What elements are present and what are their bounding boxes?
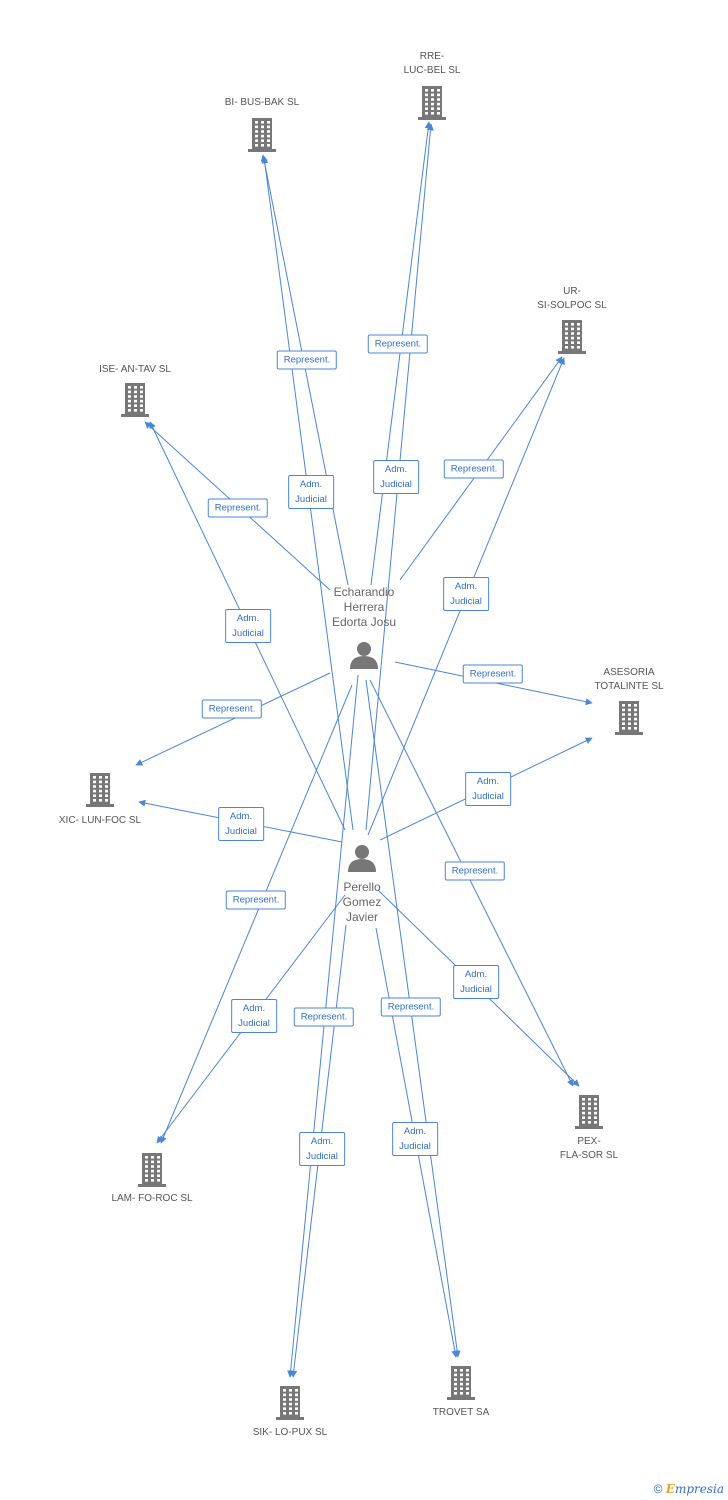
relation-label[interactable]: Adm. Judicial — [231, 999, 277, 1033]
relation-label[interactable]: Adm. Judicial — [225, 609, 271, 643]
company-label[interactable]: RRE- LUC-BEL SL — [403, 51, 461, 76]
relation-label[interactable]: Represent. — [276, 350, 338, 370]
relation-edge-p1-c7 — [369, 679, 574, 1087]
relation-label[interactable]: Adm. Judicial — [392, 1122, 438, 1156]
company-label[interactable]: ASESORIA TOTALINTE SL — [594, 667, 664, 692]
relation-label[interactable]: Represent. — [380, 997, 442, 1017]
relation-label[interactable]: Represent. — [462, 664, 524, 684]
relation-edge-p1-c2 — [370, 121, 432, 586]
relation-edge-p1-c6 — [135, 672, 331, 766]
relation-label[interactable]: Adm. Judicial — [373, 460, 419, 494]
person-label[interactable]: Echarandio Herrera Edorta Josu — [331, 585, 397, 629]
building-icon[interactable] — [418, 86, 446, 120]
company-label[interactable]: LAM- FO-ROC SL — [111, 1193, 193, 1204]
building-icon[interactable] — [615, 701, 643, 735]
person-icon[interactable] — [348, 845, 376, 872]
relation-label[interactable]: Represent. — [443, 459, 505, 479]
relation-edge-p1-c8 — [160, 684, 353, 1144]
building-icon[interactable] — [447, 1366, 475, 1400]
person-icon[interactable] — [350, 642, 378, 669]
building-icon[interactable] — [276, 1386, 304, 1420]
relation-label[interactable]: Adm. Judicial — [218, 807, 264, 841]
relation-label[interactable]: Represent. — [293, 1007, 355, 1027]
company-label[interactable]: XIC- LUN-FOC SL — [58, 815, 142, 826]
relation-label[interactable]: Adm. Judicial — [453, 965, 499, 999]
relation-label[interactable]: Adm. Judicial — [443, 577, 489, 611]
building-icon[interactable] — [575, 1095, 603, 1129]
relation-label[interactable]: Represent. — [367, 334, 429, 354]
relation-edge-p1-c10 — [365, 679, 461, 1358]
company-label[interactable]: BI- BUS-BAK SL — [224, 97, 300, 108]
building-icon[interactable] — [86, 773, 114, 807]
company-label[interactable]: UR- SI-SOLPOC SL — [537, 286, 607, 311]
building-icon[interactable] — [248, 118, 276, 152]
copyright-symbol: © — [653, 1482, 663, 1496]
relation-label[interactable]: Represent. — [207, 498, 269, 518]
company-label[interactable]: ISE- AN-TAV SL — [99, 364, 171, 375]
relation-label[interactable]: Represent. — [201, 699, 263, 719]
building-icon[interactable] — [121, 383, 149, 417]
building-icon[interactable] — [558, 320, 586, 354]
company-label[interactable]: SIK- LO-PUX SL — [252, 1427, 328, 1438]
relation-label[interactable]: Adm. Judicial — [465, 772, 511, 806]
relation-label[interactable]: Represent. — [444, 861, 506, 881]
person-label[interactable]: Perello Gomez Javier — [342, 880, 382, 924]
relation-label[interactable]: Adm. Judicial — [288, 475, 334, 509]
company-label[interactable]: TROVET SA — [432, 1407, 490, 1418]
footer-brand[interactable]: © Empresia — [654, 1482, 724, 1496]
company-label[interactable]: PEX- FLA-SOR SL — [559, 1136, 619, 1161]
relation-edge-p1-c1 — [260, 154, 349, 586]
relation-label[interactable]: Represent. — [225, 890, 287, 910]
building-icon[interactable] — [138, 1153, 166, 1187]
relation-label[interactable]: Adm. Judicial — [299, 1132, 345, 1166]
brand-logo: Empresia — [665, 1482, 724, 1496]
